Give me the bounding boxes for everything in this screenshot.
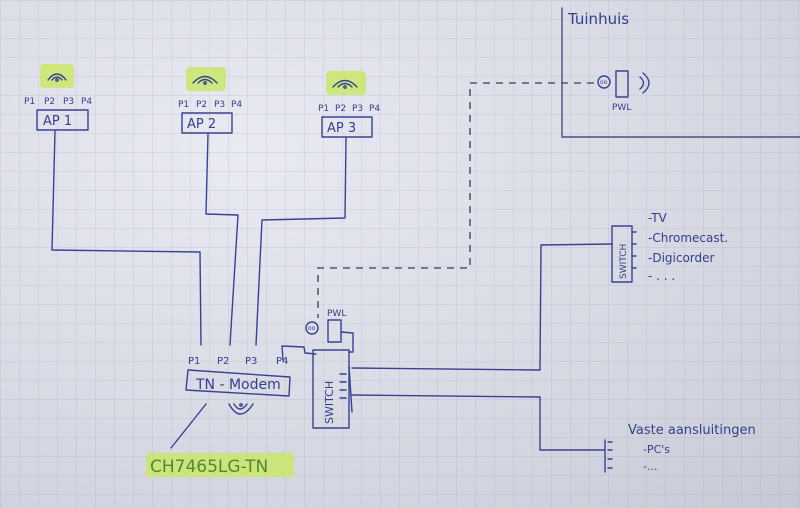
tuinhuis-wifi-icon <box>639 72 650 94</box>
svg-text:P3: P3 <box>245 356 257 367</box>
svg-text:P1: P1 <box>318 104 329 114</box>
cable-fixed-connections <box>351 394 605 451</box>
tv-switch: SWITCH <box>611 225 637 283</box>
ap2-wifi-icon <box>192 75 218 85</box>
fixed-connections-title: Vaste aansluitingen <box>628 423 756 438</box>
svg-text:-Digicorder: -Digicorder <box>648 251 715 265</box>
cable-ap3-p3 <box>255 137 347 346</box>
modem: P1 P2 P3 P4 TN - Modem <box>185 356 291 397</box>
access-point-1: P1 P2 P3 P4 AP 1 <box>24 97 92 131</box>
cable-ap1-p1 <box>51 130 202 346</box>
svg-text:TN - Modem: TN - Modem <box>195 377 281 393</box>
svg-text:- . . .: - . . . <box>648 269 675 283</box>
ap1-wifi-highlight <box>40 64 74 88</box>
cable-p4-switch <box>281 345 317 361</box>
svg-text:AP 1: AP 1 <box>43 114 72 129</box>
fixed-connection-ports <box>604 439 613 473</box>
svg-text:P1: P1 <box>24 97 35 107</box>
access-point-3: P1 P2 P3 P4 AP 3 <box>318 104 380 138</box>
svg-text:P3: P3 <box>352 104 363 114</box>
svg-text:PWL: PWL <box>327 309 346 319</box>
svg-text:AP 2: AP 2 <box>187 117 216 132</box>
main-switch: SWITCH <box>312 349 353 429</box>
cable-tv-switch <box>351 243 613 371</box>
svg-text:P4: P4 <box>231 100 242 110</box>
fixed-item: -PC's <box>643 443 670 456</box>
modem-model-label: CH7465LG-TN <box>150 457 268 477</box>
svg-text:P3: P3 <box>63 97 74 107</box>
cable-ap2-p2 <box>205 133 239 346</box>
tuinhuis-title: Tuinhuis <box>567 10 629 28</box>
svg-text:P1: P1 <box>188 356 200 367</box>
svg-text:P4: P4 <box>369 104 380 114</box>
svg-text:-Chromecast.: -Chromecast. <box>648 231 728 245</box>
powerline-link <box>317 82 594 318</box>
access-point-2: P1 P2 P3 P4 AP 2 <box>178 100 242 134</box>
svg-text:P2: P2 <box>196 100 207 110</box>
svg-text:P2: P2 <box>335 104 346 114</box>
svg-text:P1: P1 <box>178 100 189 110</box>
modem-wifi-icon <box>228 403 254 415</box>
svg-text:SWITCH: SWITCH <box>619 244 629 279</box>
tuinhuis-area: Tuinhuis oo PWL <box>561 7 800 138</box>
svg-text:oo: oo <box>600 79 608 86</box>
svg-text:P4: P4 <box>276 356 288 367</box>
ap1-wifi-icon <box>47 73 67 82</box>
model-highlight <box>146 453 294 477</box>
svg-text:PWL: PWL <box>612 103 631 113</box>
svg-text:AP 3: AP 3 <box>327 121 356 136</box>
svg-text:oo: oo <box>308 325 316 332</box>
svg-text:P4: P4 <box>81 97 92 107</box>
tv-switch-devices: -TV -Chromecast. -Digicorder - . . . <box>648 211 728 283</box>
ap3-wifi-icon <box>332 79 358 89</box>
svg-text:P2: P2 <box>44 97 55 107</box>
svg-text:P3: P3 <box>214 100 225 110</box>
fixed-item: -... <box>643 460 657 473</box>
svg-text:SWITCH: SWITCH <box>323 381 336 424</box>
switch-pwl-adapter: oo PWL <box>305 309 354 353</box>
model-leader-line <box>170 403 207 449</box>
svg-text:P2: P2 <box>217 356 229 367</box>
svg-text:-TV: -TV <box>648 211 668 225</box>
